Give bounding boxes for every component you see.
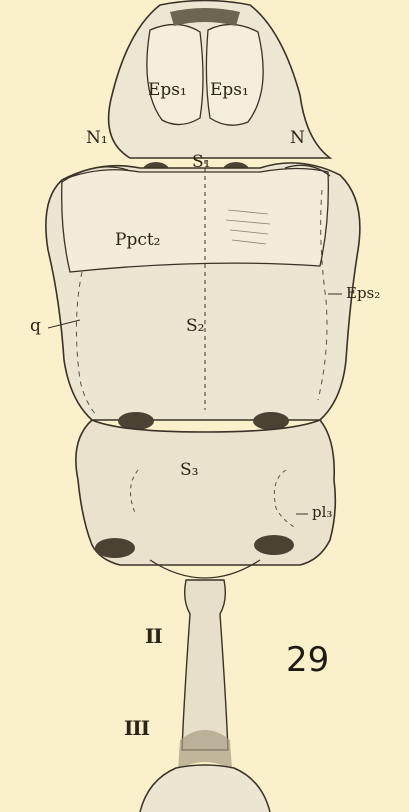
s3-left-opening [95,538,135,558]
ppct2-plate [62,169,329,273]
s2-right-opening [253,412,289,430]
label-pl3: pl₃ [312,505,332,520]
figure-number: 29 [286,640,329,680]
label-eps1-right: Eps₁ [210,82,249,99]
segment-iii-outline [140,765,270,812]
label-n1-right: N [290,130,305,147]
label-q: q [30,318,41,335]
label-s1: S₁ [192,154,210,171]
label-n1-left: N₁ [86,130,108,147]
label-eps1-left: Eps₁ [148,82,187,99]
label-ppct2: Ppct₂ [115,232,161,249]
eps1-right-lobe [206,24,263,125]
label-eps2: Eps₂ [346,286,380,301]
eps1-left-lobe [147,24,203,124]
label-s2: S₂ [186,318,204,335]
label-segment-ii: II [145,626,162,646]
label-segment-iii: III [124,718,149,738]
s3-right-opening [254,535,294,555]
label-s3: S₃ [180,462,198,479]
petiole-outline [182,580,228,750]
petiole-constriction-shading [178,730,232,770]
